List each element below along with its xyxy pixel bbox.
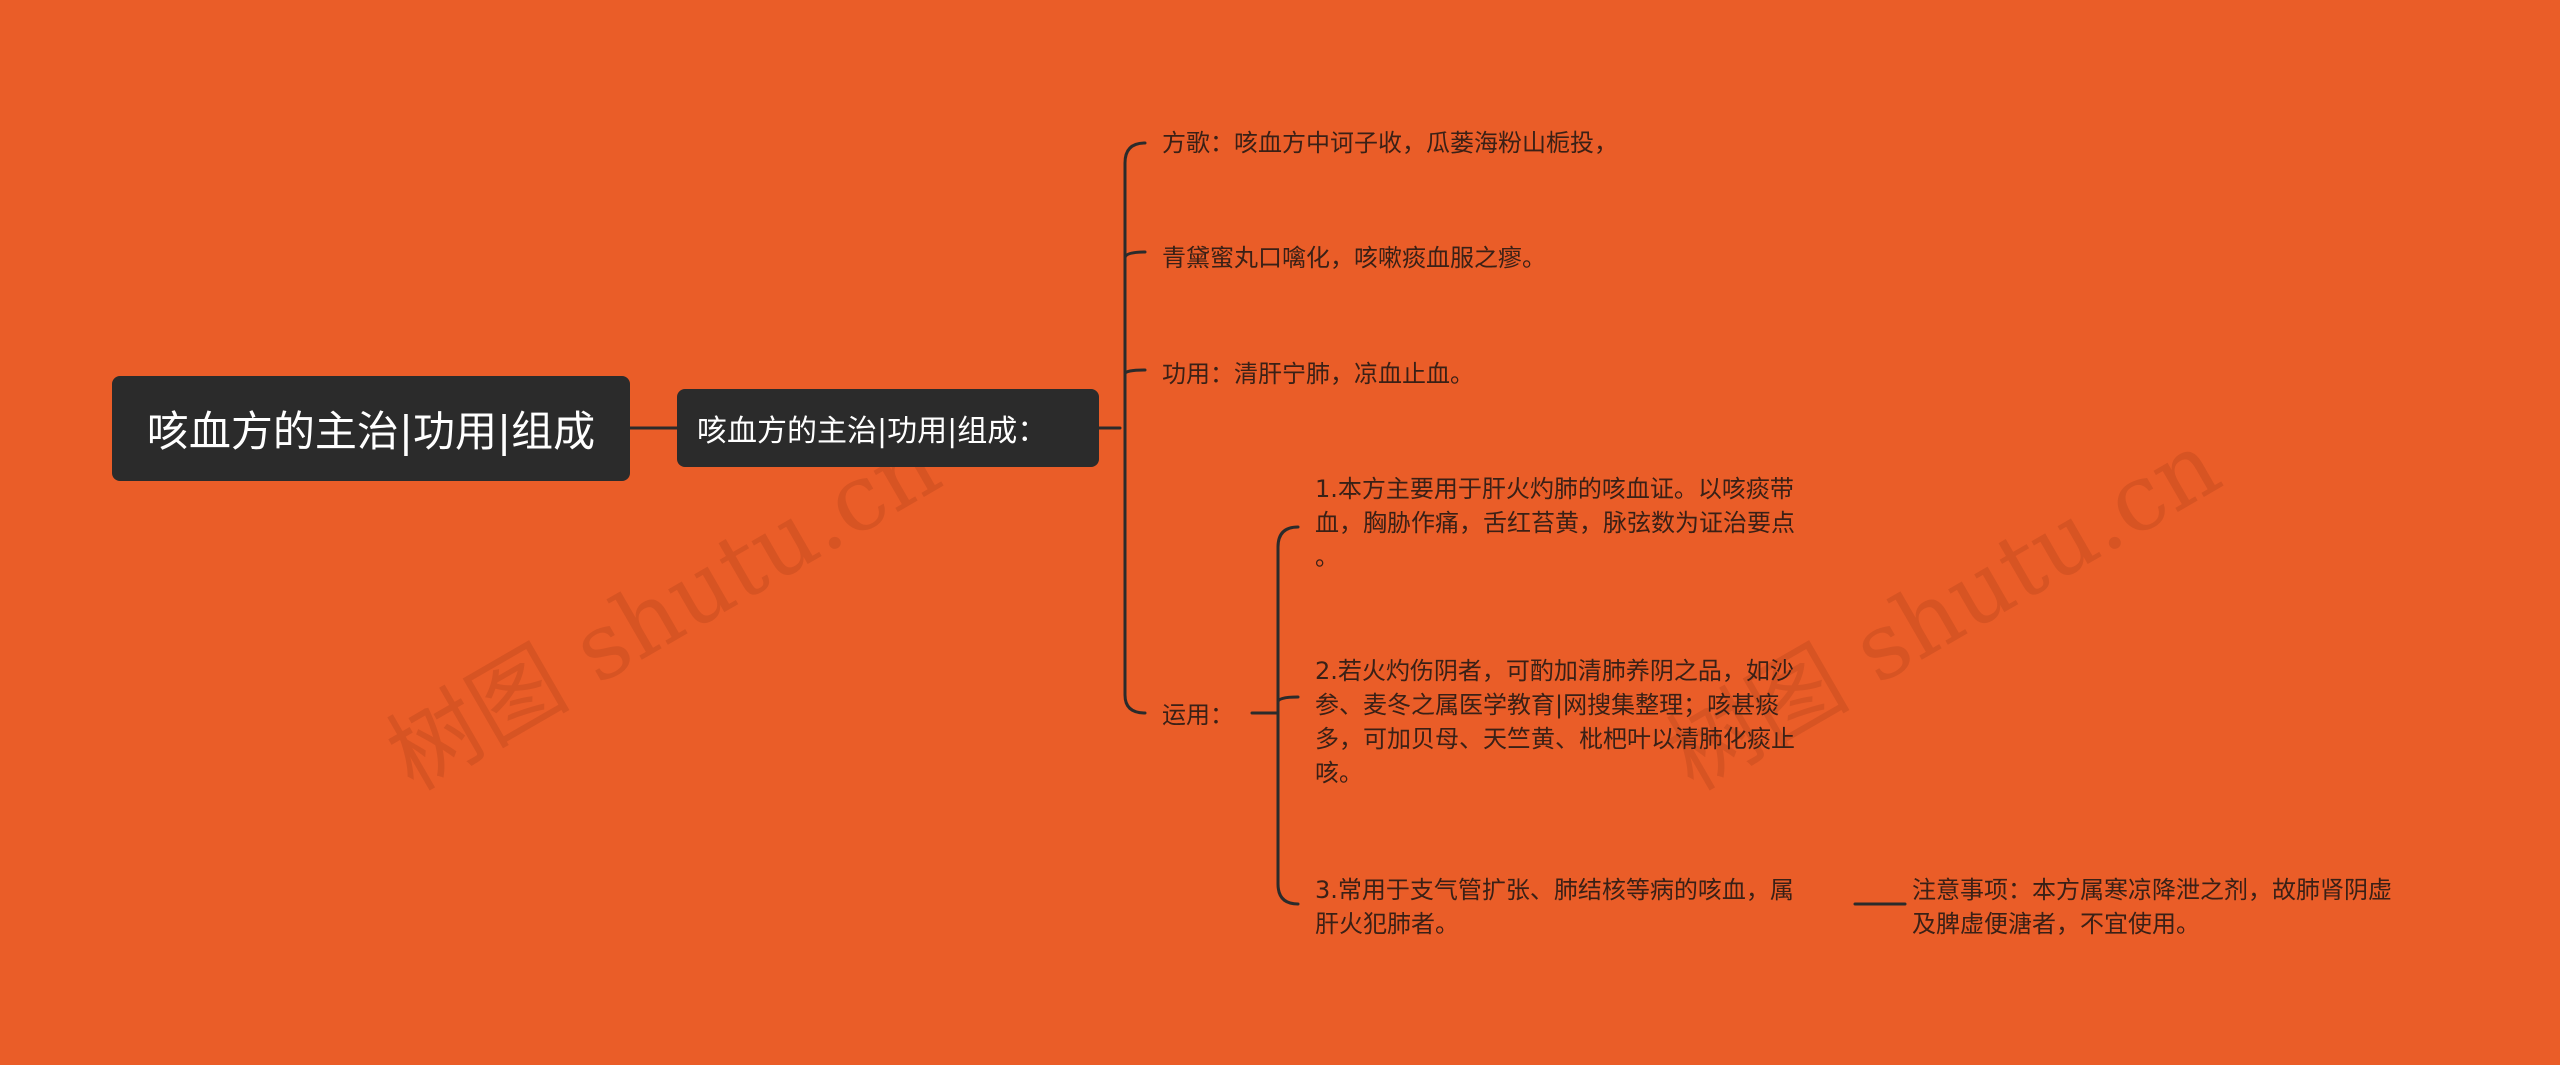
note-node[interactable]: 注意事项：本方属寒凉降泄之剂，故肺肾阴虚 及脾虚便溏者，不宜使用。 [1912, 873, 2392, 941]
connector-branch-3 [1123, 368, 1147, 376]
usage-item-line: 血，胸胁作痛，舌红苔黄，脉弦数为证治要点 [1315, 509, 1795, 537]
branch-formula-song-2[interactable]: 青黛蜜丸口噙化，咳嗽痰血服之瘳。 [1162, 241, 1546, 275]
root-node-label: 咳血方的主治|功用|组成 [146, 407, 596, 456]
note-line: 及脾虚便溏者，不宜使用。 [1912, 910, 2200, 938]
usage-item-line: 肝火犯肺者。 [1315, 910, 1459, 938]
branch-usage[interactable]: 运用： [1162, 698, 1234, 732]
connector-main-bracket [1123, 141, 1147, 715]
connector-usage-2 [1276, 695, 1300, 704]
sub-node-label: 咳血方的主治|功用|组成： [697, 414, 1048, 449]
usage-item-line: 多，可加贝母、天竺黄、枇杷叶以清肺化痰止 [1315, 725, 1795, 753]
usage-item-2[interactable]: 2.若火灼伤阴者，可酌加清肺养阴之品，如沙 参、麦冬之属医学教育|网搜集整理；咳… [1315, 654, 1795, 790]
usage-item-3[interactable]: 3.常用于支气管扩张、肺结核等病的咳血，属 肝火犯肺者。 [1315, 873, 1794, 941]
usage-item-line: 1.本方主要用于肝火灼肺的咳血证。以咳痰带 [1315, 475, 1794, 503]
branch-function[interactable]: 功用：清肝宁肺，凉血止血。 [1162, 357, 1474, 391]
branch-label: 方歌：咳血方中诃子收，瓜蒌海粉山栀投， [1162, 129, 1618, 157]
usage-item-1[interactable]: 1.本方主要用于肝火灼肺的咳血证。以咳痰带 血，胸胁作痛，舌红苔黄，脉弦数为证治… [1315, 472, 1795, 574]
connector-sub-bracket-2 [1276, 525, 1300, 906]
sub-node[interactable]: 咳血方的主治|功用|组成： [677, 389, 1099, 467]
usage-item-line: 参、麦冬之属医学教育|网搜集整理；咳甚痰 [1315, 691, 1780, 719]
usage-item-line: 咳。 [1315, 759, 1363, 787]
branch-label: 功用：清肝宁肺，凉血止血。 [1162, 360, 1474, 388]
note-line: 注意事项：本方属寒凉降泄之剂，故肺肾阴虚 [1912, 876, 2392, 904]
usage-item-line: 。 [1315, 543, 1339, 571]
branch-formula-song-1[interactable]: 方歌：咳血方中诃子收，瓜蒌海粉山栀投， [1162, 126, 1618, 160]
root-node[interactable]: 咳血方的主治|功用|组成 [112, 376, 630, 481]
branch-label: 青黛蜜丸口噙化，咳嗽痰血服之瘳。 [1162, 244, 1546, 272]
usage-item-line: 2.若火灼伤阴者，可酌加清肺养阴之品，如沙 [1315, 657, 1794, 685]
branch-label: 运用： [1162, 701, 1234, 729]
usage-item-line: 3.常用于支气管扩张、肺结核等病的咳血，属 [1315, 876, 1794, 904]
connector-branch-2 [1123, 250, 1147, 260]
